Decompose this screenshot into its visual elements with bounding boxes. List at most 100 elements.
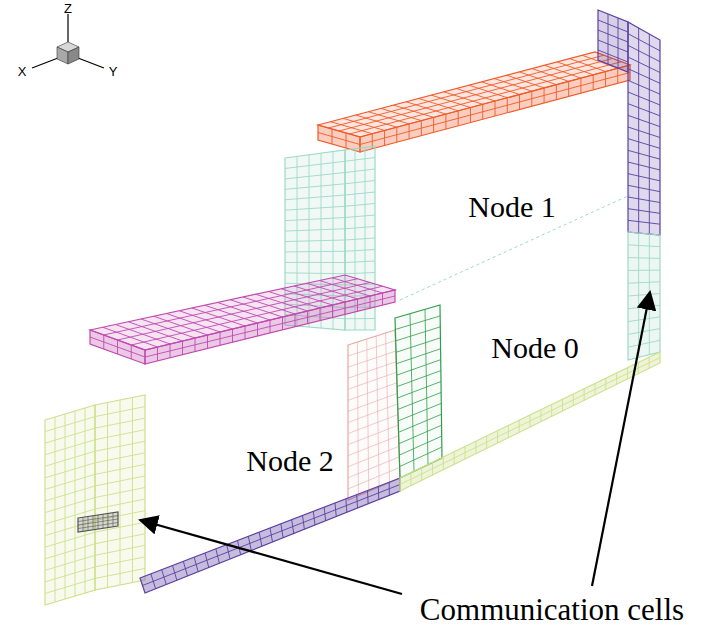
face-outline	[140, 478, 400, 593]
mesh-line	[95, 568, 145, 578]
mesh-line	[95, 545, 145, 555]
mesh-line	[628, 305, 660, 309]
mesh-line	[628, 294, 660, 297]
leader-arrow	[140, 520, 402, 594]
mesh-line	[348, 362, 396, 379]
mesh-line	[628, 340, 660, 347]
face-outline	[598, 10, 628, 72]
mesh-line	[628, 209, 660, 214]
mesh-line	[345, 238, 375, 240]
mesh-line	[399, 425, 442, 444]
mesh-line	[285, 240, 345, 242]
leader-arrow	[592, 292, 650, 586]
mesh-line	[345, 181, 375, 184]
face-outline	[400, 352, 660, 491]
mesh-line	[45, 428, 95, 443]
mesh-line	[345, 318, 375, 319]
mesh-face	[628, 22, 660, 235]
mesh-line	[348, 415, 398, 434]
mesh-line	[350, 62, 622, 134]
mesh-line	[95, 476, 145, 486]
face-outline	[318, 125, 360, 152]
mesh-line	[399, 414, 442, 432]
axis-label: X	[18, 65, 27, 79]
mesh-line	[345, 261, 375, 263]
mesh-line	[628, 150, 660, 159]
callout-label: Communication cells	[420, 593, 684, 627]
mesh-face	[145, 290, 395, 364]
mesh-line	[95, 418, 145, 428]
mesh-face	[95, 395, 145, 590]
mesh-line	[348, 457, 399, 478]
mesh-line	[618, 18, 619, 68]
mesh-line	[598, 20, 628, 32]
face-outline	[145, 290, 395, 364]
mesh-line	[45, 440, 95, 455]
face-outline	[45, 405, 95, 605]
mesh-line	[396, 338, 440, 353]
mesh-line	[628, 69, 660, 84]
mesh-line	[628, 127, 660, 138]
mesh-line	[628, 57, 660, 73]
mesh-line	[285, 206, 345, 210]
mesh-line	[396, 327, 441, 341]
mesh-line	[345, 192, 375, 195]
mesh-line	[345, 158, 375, 162]
mesh-line	[78, 523, 118, 529]
mesh-line	[95, 430, 145, 440]
mesh-line	[628, 329, 660, 335]
mesh-line	[628, 185, 660, 191]
face-outline	[348, 330, 400, 500]
mesh-line	[628, 80, 660, 94]
partition-label: Node 2	[246, 444, 333, 477]
mesh-line	[348, 383, 397, 401]
mesh-line	[78, 516, 118, 522]
axis-label: Y	[109, 65, 118, 79]
axis-line	[32, 58, 58, 68]
face-outline	[395, 305, 442, 478]
mesh-line	[395, 316, 440, 330]
face-outline	[90, 330, 145, 364]
mesh-line	[345, 215, 375, 218]
mesh-line	[348, 351, 396, 367]
mesh-line	[45, 578, 95, 593]
mesh-line	[628, 197, 660, 203]
axis-line	[67, 14, 68, 42]
mesh-face	[318, 52, 630, 137]
axis-cube	[68, 47, 79, 64]
mesh-line	[345, 273, 375, 274]
mesh-line	[95, 441, 145, 451]
mesh-line	[348, 436, 399, 456]
axis-line	[78, 58, 104, 68]
mesh-line	[95, 499, 145, 509]
mesh-line	[360, 73, 630, 145]
mesh-line	[400, 358, 660, 485]
face-outline	[628, 232, 660, 360]
mesh-line	[398, 403, 441, 421]
interior-mesh	[348, 330, 400, 500]
mesh-line	[348, 393, 397, 411]
mesh-line	[345, 169, 375, 173]
mesh-line	[95, 453, 145, 463]
mesh-line	[345, 227, 375, 229]
mesh-line	[628, 174, 660, 181]
mesh-line	[398, 392, 441, 409]
face-outline	[95, 395, 145, 590]
mesh-face	[140, 478, 400, 593]
mesh-line	[285, 195, 345, 200]
mesh-line	[45, 486, 95, 501]
axis-triad	[32, 14, 104, 68]
interior-mesh	[395, 305, 442, 478]
mesh-line	[95, 534, 145, 544]
mesh-line	[628, 139, 660, 149]
mesh-face	[400, 352, 660, 491]
mesh-line	[628, 104, 660, 116]
mesh-line	[598, 30, 628, 42]
mesh-line	[45, 567, 95, 582]
dense-cells	[78, 512, 118, 532]
mesh-line	[285, 173, 345, 179]
mesh-line	[285, 251, 345, 253]
mesh-line	[399, 436, 441, 455]
mesh-line	[348, 372, 396, 389]
mesh-line	[45, 474, 95, 489]
